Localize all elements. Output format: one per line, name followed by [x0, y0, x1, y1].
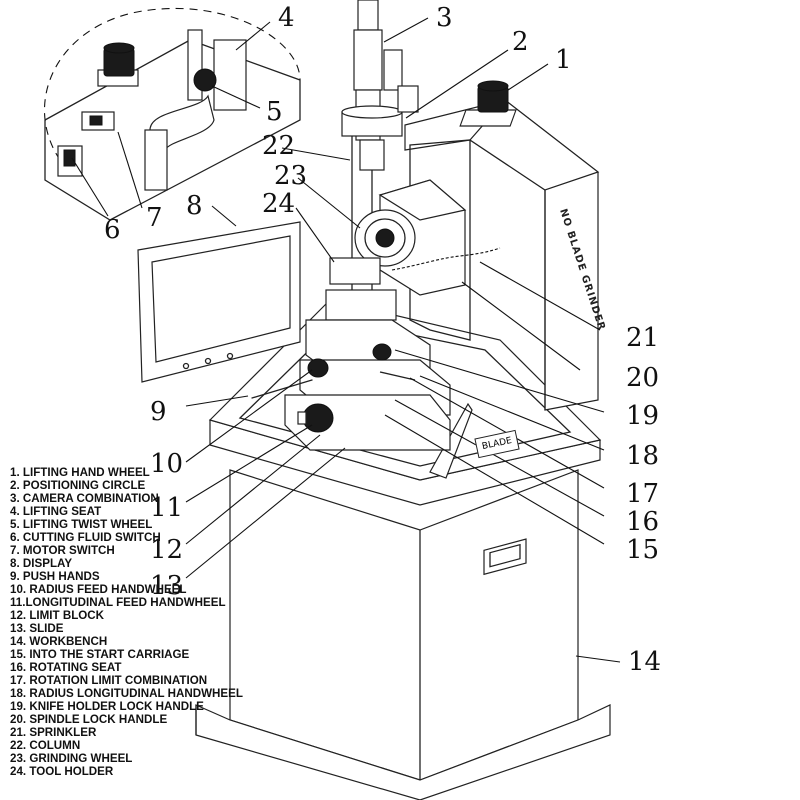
- legend-item: 14. WORKBENCH: [10, 635, 108, 648]
- legend-item: 3. CAMERA COMBINATION: [10, 492, 159, 505]
- callout-12: 12: [150, 535, 183, 565]
- camera-combination: [341, 0, 419, 171]
- legend-item: 1. LIFTING HAND WHEEL: [10, 466, 150, 479]
- callout-14: 14: [628, 647, 661, 677]
- legend-item: 12. LIMIT BLOCK: [10, 609, 105, 622]
- legend-item: 18. RADIUS LONGITUDINAL HANDWHEEL: [10, 687, 243, 700]
- callout-20: 20: [626, 363, 659, 393]
- legend-item: 8. DISPLAY: [10, 557, 73, 570]
- legend-item: 4. LIFTING SEAT: [10, 505, 102, 518]
- radius-feed-handwheel: [307, 358, 329, 378]
- legend-item: 9. PUSH HANDS: [10, 570, 100, 583]
- callout-21: 21: [626, 323, 659, 353]
- callout-11: 11: [150, 493, 183, 523]
- legend-item: 23. GRINDING WHEEL: [10, 752, 133, 765]
- callout-18: 18: [626, 441, 659, 471]
- callout-19: 19: [626, 401, 659, 431]
- callout-24: 24: [262, 189, 295, 219]
- sprinkler-hose: [391, 247, 501, 271]
- workbench-cabinet: [195, 469, 611, 800]
- longitudinal-feed-handwheel: [297, 403, 334, 433]
- leader-lines: [71, 17, 621, 663]
- legend-item: 21. SPRINKLER: [10, 726, 97, 739]
- radius-longitudinal-handwheel: [372, 343, 392, 361]
- callout-23: 23: [274, 161, 307, 191]
- callout-8: 8: [186, 191, 203, 221]
- legend-item: 19. KNIFE HOLDER LOCK HANDLE: [10, 700, 204, 713]
- callout-6: 6: [104, 215, 121, 245]
- callout-5: 5: [266, 97, 283, 127]
- legend-item: 5. LIFTING TWIST WHEEL: [10, 518, 153, 531]
- callout-22: 22: [262, 131, 295, 161]
- callout-1: 1: [555, 45, 572, 75]
- callout-9: 9: [150, 397, 167, 427]
- legend-item: 7. MOTOR SWITCH: [10, 544, 115, 557]
- callout-4: 4: [278, 3, 295, 33]
- legend-item: 24. TOOL HOLDER: [10, 765, 114, 778]
- grinding-wheel-assembly: [354, 179, 467, 296]
- detail-inset: [43, 7, 301, 221]
- callout-7: 7: [146, 203, 163, 233]
- callout-15: 15: [626, 535, 659, 565]
- legend-item: 16. ROTATING SEAT: [10, 661, 122, 674]
- callout-16: 16: [626, 507, 659, 537]
- legend-item: 10. RADIUS FEED HANDWHEEL: [10, 583, 187, 596]
- legend-item: 20. SPINDLE LOCK HANDLE: [10, 713, 168, 726]
- legend-item: 13. SLIDE: [10, 622, 64, 635]
- lifting-hand-wheel: [459, 80, 517, 127]
- callout-numbers: 1 2 3 4 5 6 7 8 9 10 11 12 13 14 15 16 1…: [104, 3, 661, 677]
- legend-item: 15. INTO THE START CARRIAGE: [10, 648, 190, 661]
- legend-item: 6. CUTTING FLUID SWITCH: [10, 531, 161, 544]
- callout-10: 10: [150, 449, 183, 479]
- legend-item: 2. POSITIONING CIRCLE: [10, 479, 146, 492]
- callout-3: 3: [436, 3, 453, 33]
- callout-2: 2: [512, 27, 529, 57]
- callout-13: 13: [150, 571, 183, 601]
- display-monitor: [137, 221, 301, 383]
- legend-item: 11.LONGITUDINAL FEED HANDWHEEL: [10, 596, 226, 609]
- legend-item: 22. COLUMN: [10, 739, 81, 752]
- push-handle: [251, 379, 313, 399]
- parts-legend: 1. LIFTING HAND WHEEL 2. POSITIONING CIR…: [10, 466, 243, 778]
- legend-item: 17. ROTATION LIMIT COMBINATION: [10, 674, 208, 687]
- callout-17: 17: [626, 479, 659, 509]
